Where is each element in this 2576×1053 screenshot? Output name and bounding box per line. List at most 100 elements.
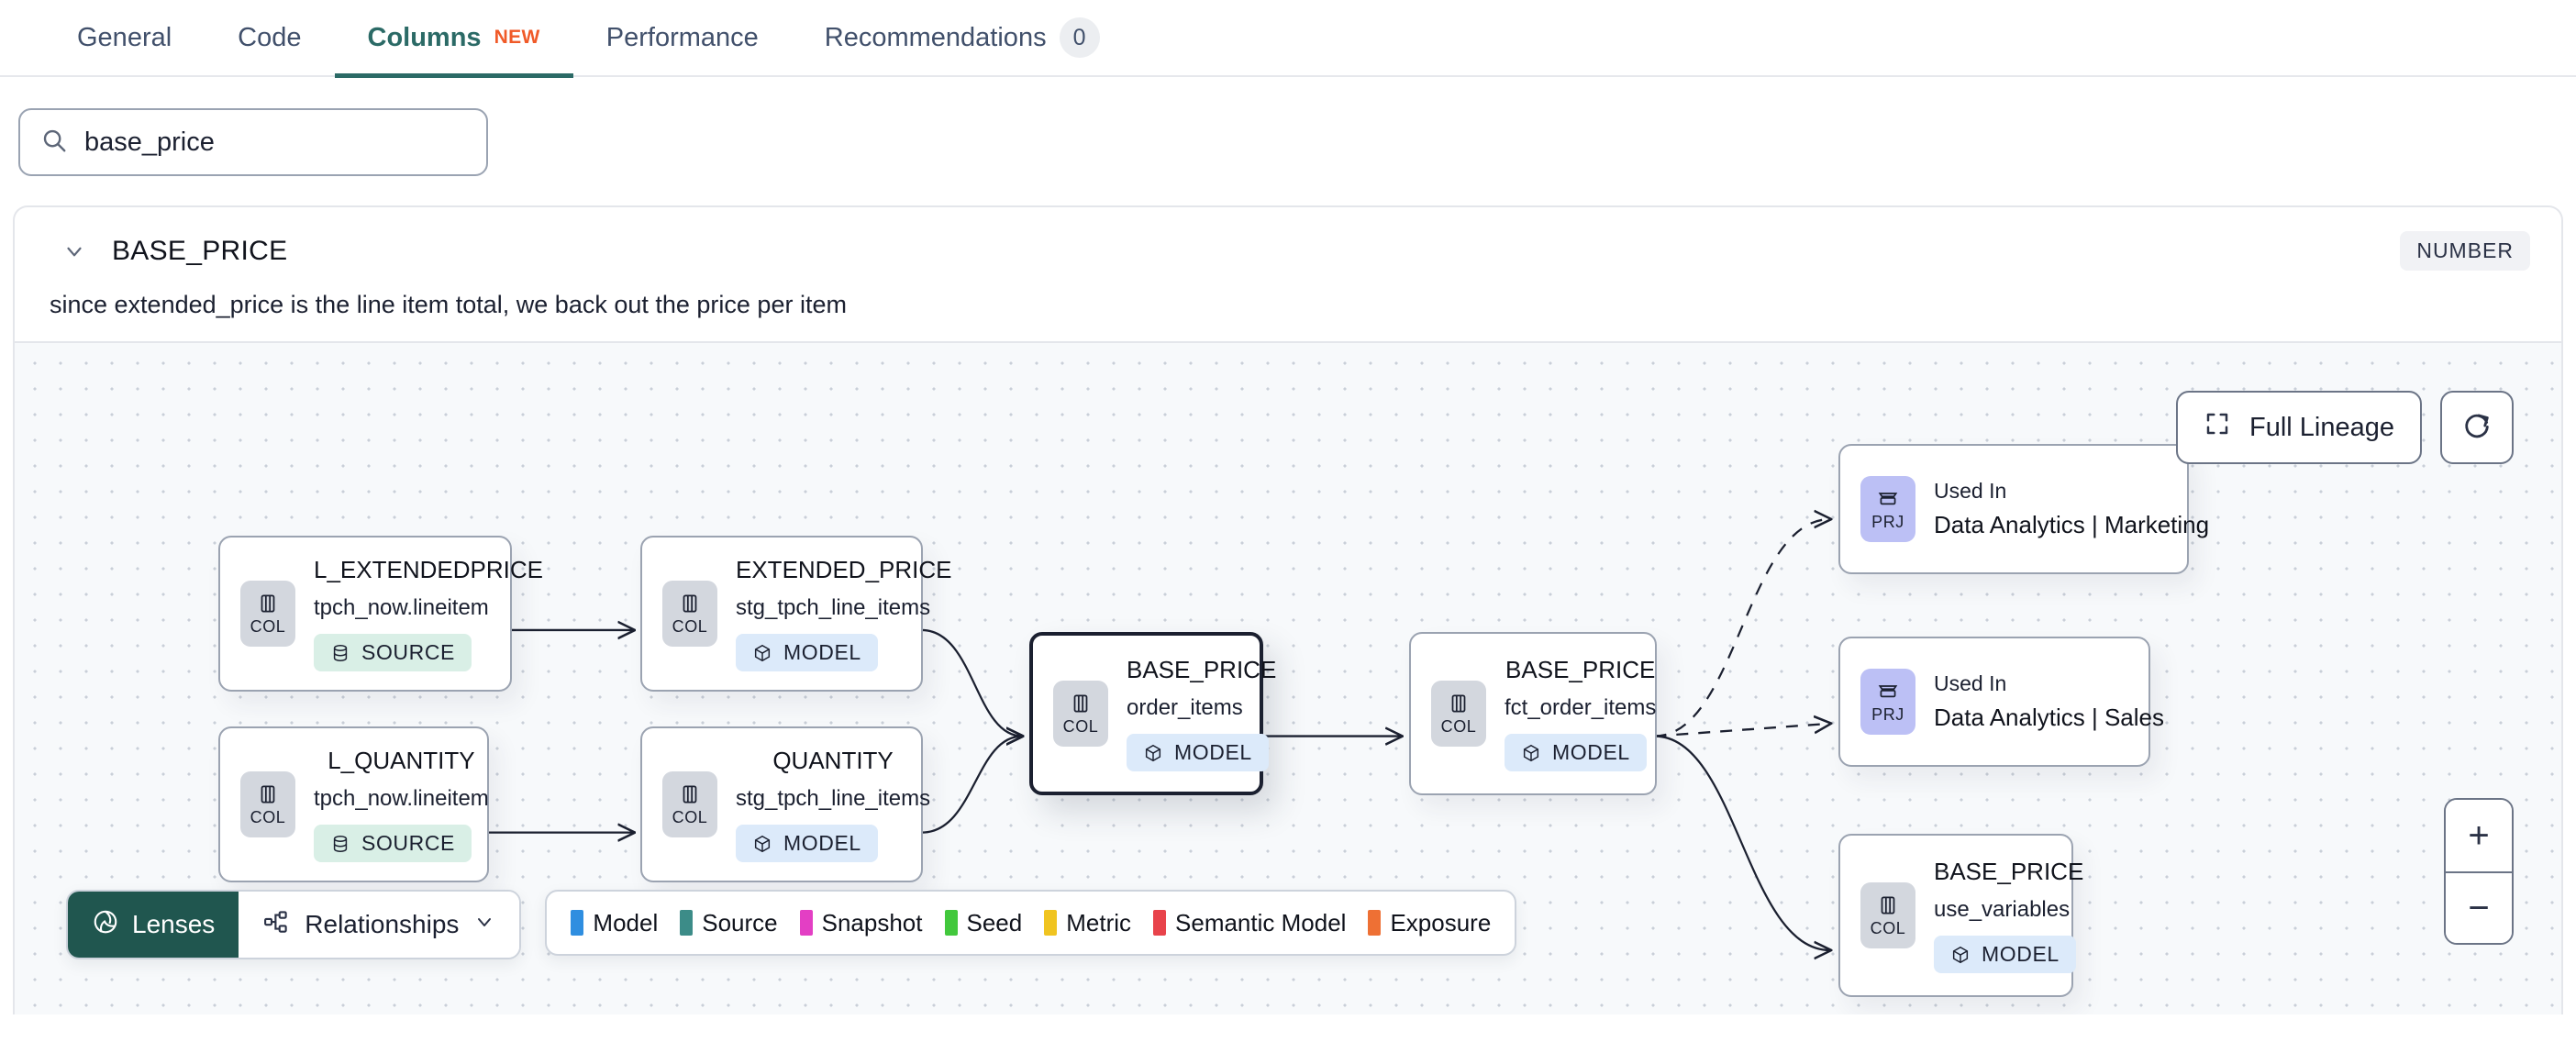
search-box[interactable] <box>18 108 488 176</box>
col-kind-label: COL <box>250 807 286 826</box>
col-kind-label: COL <box>250 616 286 636</box>
tab-label: Performance <box>605 22 759 52</box>
column-type-badge: NUMBER <box>2400 231 2530 271</box>
node-name: L_QUANTITY <box>328 747 475 774</box>
lineage-node-extended-price[interactable]: COL EXTENDED_PRICE stg_tpch_line_items M… <box>640 536 952 692</box>
lineage-node-project-marketing[interactable]: PRJ Used In Data Analytics | Marketing <box>1838 444 2209 574</box>
col-kind-label: COL <box>672 616 708 636</box>
tab-general[interactable]: General <box>44 0 205 76</box>
full-lineage-button[interactable]: Full Lineage <box>2176 391 2422 464</box>
edge-fct-to-prj-marketing <box>1654 519 1830 737</box>
node-name: QUANTITY <box>772 747 894 774</box>
col-kind-label: COL <box>1870 918 1906 937</box>
expand-icon <box>2204 410 2231 445</box>
lineage-node-l-extendedprice[interactable]: COL L_EXTENDEDPRICE tpch_now.lineitem SO… <box>218 536 543 692</box>
node-name: EXTENDED_PRICE <box>736 556 952 583</box>
tab-code[interactable]: Code <box>205 0 334 76</box>
col-kind-chip: COL <box>240 581 295 647</box>
tab-performance[interactable]: Performance <box>573 0 792 76</box>
relationships-button[interactable]: Relationships <box>239 892 520 958</box>
lineage-node-project-sales[interactable]: PRJ Used In Data Analytics | Sales <box>1838 637 2164 767</box>
tab-label: Recommendations <box>824 22 1047 52</box>
column-detail-card: BASE_PRICE NUMBER since extended_price i… <box>13 205 2563 1014</box>
node-materialization-badge: MODEL <box>736 825 878 862</box>
aperture-icon <box>92 908 119 942</box>
node-materialization-badge: MODEL <box>1505 734 1647 771</box>
lineage-canvas[interactable]: COL L_EXTENDEDPRICE tpch_now.lineitem SO… <box>15 341 2561 1014</box>
lineage-node-base-price-order-items[interactable]: COL BASE_PRICE order_items MODEL <box>1029 632 1276 795</box>
col-kind-label: COL <box>1440 716 1477 736</box>
node-materialization-badge: MODEL <box>1934 936 2076 973</box>
node-subtitle: order_items <box>1127 695 1243 720</box>
legend-swatch <box>1368 910 1382 936</box>
tab-recommendations[interactable]: Recommendations 0 <box>792 0 1133 76</box>
lineage-node-base-price-fct-order-items[interactable]: COL BASE_PRICE fct_order_items MODEL <box>1409 632 1657 795</box>
zoom-out-button[interactable]: − <box>2446 871 2512 943</box>
refresh-button[interactable] <box>2440 391 2514 464</box>
badge-label: MODEL <box>1552 740 1630 764</box>
canvas-bottom-toolbar: Lenses Relationships <box>66 890 1517 959</box>
badge-label: SOURCE <box>361 831 456 855</box>
legend-item-exposure: Exposure <box>1368 909 1491 937</box>
legend-swatch <box>571 910 584 936</box>
tab-new-badge: NEW <box>494 27 540 48</box>
legend-label: Semantic Model <box>1175 908 1347 937</box>
legend-item-model: Model <box>571 909 658 937</box>
edge-fct-to-prj-sales <box>1654 724 1830 737</box>
tab-columns[interactable]: Columns NEW <box>334 0 574 78</box>
node-materialization-badge: SOURCE <box>314 825 472 862</box>
search-area <box>0 77 2576 176</box>
lineage-node-l-quantity[interactable]: COL L_QUANTITY tpch_now.lineitem SOURCE <box>218 726 489 882</box>
tab-label: Code <box>238 22 302 52</box>
full-lineage-label: Full Lineage <box>2249 412 2394 442</box>
prj-kind-label: PRJ <box>1871 512 1904 531</box>
badge-label: SOURCE <box>361 640 456 664</box>
hierarchy-icon <box>262 908 290 942</box>
legend-item-seed: Seed <box>944 908 1023 937</box>
zoom-in-button[interactable]: + <box>2446 800 2512 871</box>
prj-kind-label: PRJ <box>1871 704 1904 724</box>
badge-label: MODEL <box>783 831 861 855</box>
edge-quantity-to-baseprice <box>921 737 1023 834</box>
node-materialization-badge: SOURCE <box>314 634 472 671</box>
tab-label: General <box>77 22 172 52</box>
legend-label: Exposure <box>1390 908 1492 937</box>
col-kind-chip: COL <box>240 771 295 837</box>
node-type-legend: Model Source Snapshot Seed Metric <box>545 890 1517 956</box>
legend-label: Metric <box>1066 908 1132 937</box>
column-header: BASE_PRICE NUMBER <box>15 207 2561 271</box>
legend-label: Seed <box>966 908 1023 937</box>
project-name: Data Analytics | Sales <box>1934 704 2164 731</box>
zoom-controls: + − <box>2444 798 2514 945</box>
badge-label: MODEL <box>783 640 861 664</box>
col-kind-chip: COL <box>1053 681 1108 747</box>
node-subtitle: tpch_now.lineitem <box>314 786 489 811</box>
tab-label: Columns <box>367 22 482 52</box>
node-name: L_EXTENDEDPRICE <box>314 556 543 583</box>
tab-bar: General Code Columns NEW Performance Rec… <box>0 0 2576 78</box>
canvas-top-controls: Full Lineage <box>2176 391 2514 464</box>
page-title: BASE_PRICE <box>112 235 288 266</box>
node-subtitle: stg_tpch_line_items <box>736 595 931 620</box>
node-subtitle: use_variables <box>1934 897 2071 922</box>
badge-label: MODEL <box>1982 942 2060 966</box>
col-kind-chip: COL <box>662 581 717 647</box>
node-materialization-badge: MODEL <box>736 634 878 671</box>
col-kind-label: COL <box>1062 716 1099 736</box>
lineage-node-base-price-use-variables[interactable]: COL BASE_PRICE use_variables MODEL <box>1838 834 2083 997</box>
legend-swatch <box>1153 910 1167 936</box>
project-used-in-label: Used In <box>1934 479 2007 503</box>
chevron-down-icon <box>473 910 495 939</box>
legend-item-snapshot: Snapshot <box>799 909 923 937</box>
node-name: BASE_PRICE <box>1934 858 2084 885</box>
chevron-down-icon[interactable] <box>62 239 86 263</box>
search-input[interactable] <box>84 127 466 158</box>
refresh-icon <box>2461 410 2493 446</box>
legend-label: Model <box>593 908 659 937</box>
prj-kind-chip: PRJ <box>1860 669 1915 735</box>
recommendations-count-badge: 0 <box>1059 17 1100 58</box>
node-subtitle: tpch_now.lineitem <box>314 595 489 620</box>
lineage-node-quantity[interactable]: COL QUANTITY stg_tpch_line_items MODEL <box>640 726 930 882</box>
lenses-button[interactable]: Lenses <box>68 892 239 958</box>
column-description: since extended_price is the line item to… <box>50 291 847 318</box>
